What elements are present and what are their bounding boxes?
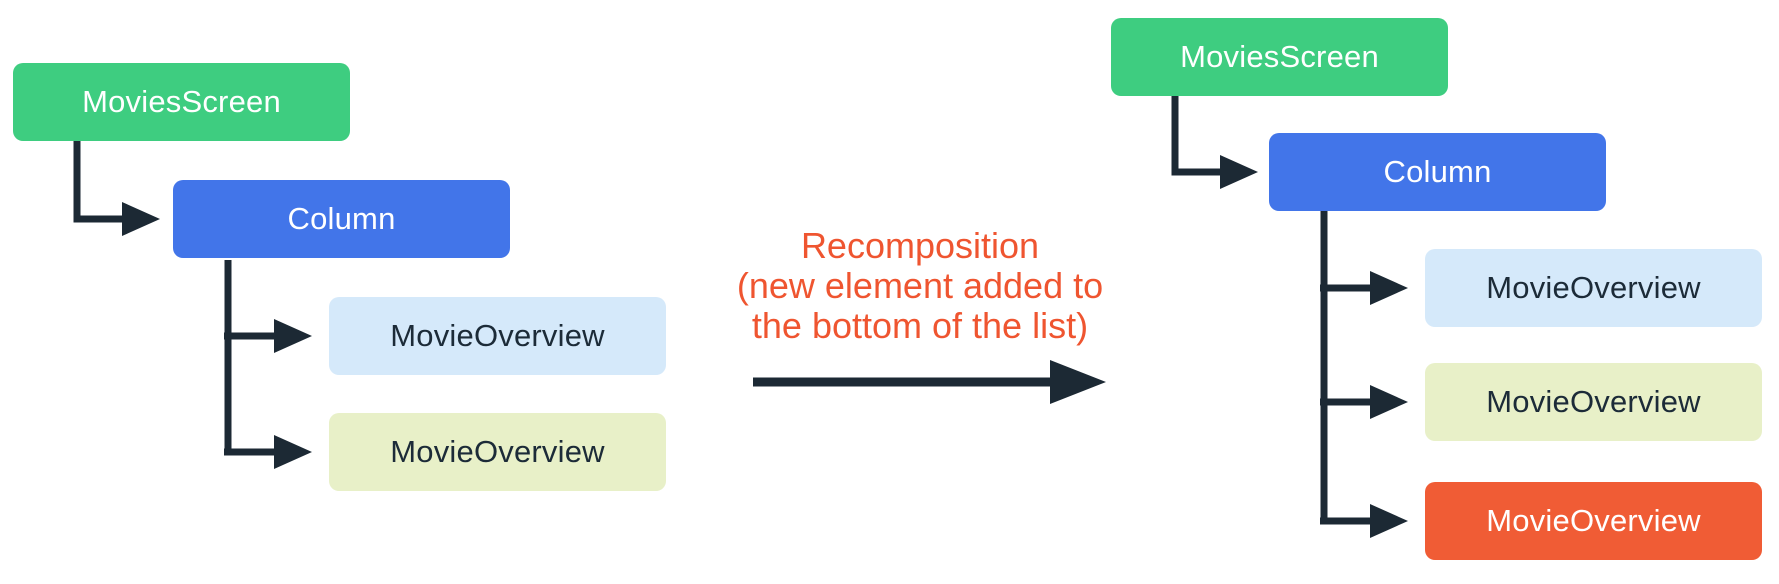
recomposition-label-line-2: (new element added to xyxy=(736,265,1104,306)
right-tree-node-moviesscreen: MoviesScreen xyxy=(1111,18,1448,96)
left-tree-node-movieoverview-2: MovieOverview xyxy=(329,413,666,491)
node-label: Column xyxy=(1383,154,1492,189)
right-tree-node-movieoverview-new: MovieOverview xyxy=(1425,482,1762,560)
right-elbow-arrowhead-icon xyxy=(1220,155,1258,189)
left-branch-1-arrowhead-icon xyxy=(274,319,312,353)
right-branch-3-arrowhead-icon xyxy=(1370,504,1408,538)
node-label: Column xyxy=(287,201,396,236)
node-label: MovieOverview xyxy=(1486,384,1701,419)
left-elbow-connector xyxy=(73,141,124,223)
recomposition-label-line-1: Recomposition xyxy=(800,225,1040,266)
node-label: MovieOverview xyxy=(390,434,605,469)
right-branch-1-arrowhead-icon xyxy=(1370,271,1408,305)
node-label: MovieOverview xyxy=(390,318,605,353)
recomposition-label-line-3: the bottom of the list) xyxy=(751,305,1089,346)
right-tree-node-movieoverview-1: MovieOverview xyxy=(1425,249,1762,327)
left-tree-node-column: Column xyxy=(173,180,510,258)
recomposition-label: Recomposition (new element added to the … xyxy=(700,226,1140,346)
node-label: MovieOverview xyxy=(1486,503,1701,538)
node-label: MovieOverview xyxy=(1486,270,1701,305)
node-label: MoviesScreen xyxy=(82,84,281,119)
left-tree-node-moviesscreen: MoviesScreen xyxy=(13,63,350,141)
left-tree-node-movieoverview-1: MovieOverview xyxy=(329,297,666,375)
node-label: MoviesScreen xyxy=(1180,39,1379,74)
left-elbow-arrowhead-icon xyxy=(122,202,160,236)
right-elbow-connector xyxy=(1171,96,1222,176)
right-branch-2-arrowhead-icon xyxy=(1370,385,1408,419)
right-tree-node-movieoverview-2: MovieOverview xyxy=(1425,363,1762,441)
left-branch-2-arrowhead-icon xyxy=(274,435,312,469)
right-tree-node-column: Column xyxy=(1269,133,1606,211)
recomposition-arrowhead-icon xyxy=(1050,360,1106,404)
